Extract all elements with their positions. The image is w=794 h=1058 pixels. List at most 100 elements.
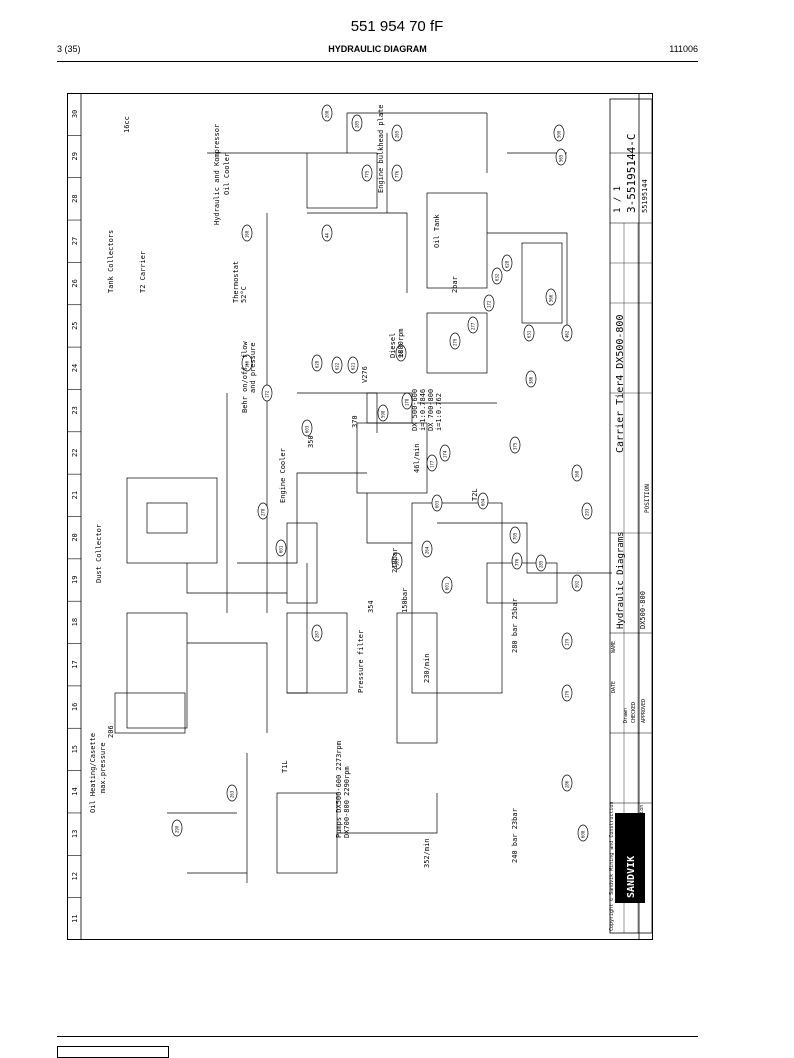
label-max-pressure: max.pressure bbox=[99, 742, 107, 793]
label-engine-cooler: Engine Cooler bbox=[279, 448, 287, 503]
tag-balloon bbox=[421, 540, 433, 558]
copyright-note: Copyright © Sandvik Mining and Construct… bbox=[609, 802, 615, 931]
label-bar2: 2bar bbox=[451, 276, 459, 293]
tag-number: 608 bbox=[581, 830, 586, 838]
tag-number: 285 bbox=[355, 120, 360, 128]
tag-balloon bbox=[561, 632, 573, 650]
tag-number: 502 bbox=[575, 580, 580, 588]
tag-balloon bbox=[553, 124, 565, 142]
tag-number: 622 bbox=[335, 362, 340, 370]
tag-balloon bbox=[226, 784, 238, 802]
tag-balloon bbox=[431, 494, 443, 512]
label-dx700: DX 700-800 bbox=[427, 389, 435, 431]
label-pumps: Pumps DX500-600 2273rpm bbox=[335, 741, 343, 838]
tag-number: 462 bbox=[565, 330, 570, 338]
tag-number: 290 bbox=[175, 825, 180, 833]
label-diesel: Diesel bbox=[389, 333, 397, 358]
grid-column-label: 28 bbox=[71, 194, 79, 202]
tag-balloon bbox=[491, 267, 503, 285]
grid-column-label: 25 bbox=[71, 321, 79, 329]
grid-column-label: 29 bbox=[71, 152, 79, 160]
tag-number: 603 bbox=[435, 500, 440, 508]
tag-balloon bbox=[171, 819, 183, 837]
sandvik-footer-logo bbox=[57, 1046, 169, 1058]
tag-number: 174 bbox=[443, 450, 448, 458]
tag-number: 170 bbox=[565, 690, 570, 698]
tag-number: 500 bbox=[557, 130, 562, 138]
tag-balloon bbox=[426, 454, 438, 472]
grid-column-label: 20 bbox=[71, 533, 79, 541]
grid-column-label: 12 bbox=[71, 872, 79, 880]
date-label: DATE bbox=[611, 681, 617, 693]
grid-column-label: 22 bbox=[71, 449, 79, 457]
label-and-pressure: and pressure bbox=[249, 342, 257, 393]
approved-label: APPROVED bbox=[641, 699, 647, 723]
tag-balloon bbox=[477, 492, 489, 510]
tag-number: 375 bbox=[513, 442, 518, 450]
tag-balloon bbox=[361, 164, 373, 182]
label-tank-collectors: Tank Collectors bbox=[107, 230, 115, 293]
grid-column-label: 17 bbox=[71, 660, 79, 668]
sheet-number: 1 / 1 bbox=[613, 186, 623, 213]
tag-number: 264 bbox=[425, 546, 430, 554]
label-hyd-comp-cooler: Hydraulic and Kompressor bbox=[213, 124, 221, 225]
footer-rule bbox=[57, 1036, 698, 1037]
tag-number: 776 bbox=[395, 170, 400, 178]
tag-balloon bbox=[509, 436, 521, 454]
grid-column-label: 15 bbox=[71, 745, 79, 753]
label-dust-collector: Dust Collector bbox=[95, 524, 103, 583]
tag-number: 179 bbox=[565, 638, 570, 646]
page-header: 3 (35) HYDRAULIC DIAGRAM 111006 bbox=[57, 44, 698, 58]
label-rpm: 1800rpm bbox=[397, 328, 405, 358]
tag-number: 277 bbox=[471, 322, 476, 330]
tag-number: 286 bbox=[565, 780, 570, 788]
tag-balloon bbox=[561, 324, 573, 342]
tag-balloon bbox=[581, 502, 593, 520]
tag-number: 285 bbox=[539, 560, 544, 568]
tag-balloon bbox=[501, 254, 513, 272]
label-ratio1: i=1:0.7846 bbox=[419, 389, 427, 431]
tag-number: 601 bbox=[445, 582, 450, 590]
tag-number: 628 bbox=[505, 260, 510, 268]
date-code: 111006 bbox=[669, 44, 698, 54]
tag-number: 776 bbox=[515, 558, 520, 566]
tag-balloon bbox=[571, 574, 583, 592]
tag-balloon bbox=[509, 526, 521, 544]
label-t2l: T2L bbox=[471, 488, 479, 501]
label-p206: 206 bbox=[107, 725, 115, 738]
tag-balloon bbox=[395, 344, 407, 362]
tag-number: 628 bbox=[315, 360, 320, 368]
tag-balloon bbox=[571, 464, 583, 482]
tag-number: 168 bbox=[245, 230, 250, 238]
tag-balloon bbox=[525, 370, 537, 388]
tag-number: 44 bbox=[325, 233, 330, 238]
tag-balloon bbox=[321, 104, 333, 122]
tag-number: 208 bbox=[325, 110, 330, 118]
tag-balloon bbox=[391, 124, 403, 142]
tag-number: 172 bbox=[265, 390, 270, 398]
tag-balloon bbox=[391, 164, 403, 182]
tag-balloon bbox=[561, 684, 573, 702]
tag-balloon bbox=[523, 324, 535, 342]
tag-number: 263 bbox=[230, 790, 235, 798]
tag-balloon bbox=[401, 392, 413, 410]
tag-balloon bbox=[483, 294, 495, 312]
drawing-model: DX500-800 bbox=[639, 591, 647, 629]
label-oil-heating: Oil Heating/Casette bbox=[89, 733, 97, 813]
tag-number: 165 bbox=[395, 558, 400, 566]
label-dx500: DX 500-600 bbox=[411, 389, 419, 431]
label-t2-carrier: T2 Carrier bbox=[139, 251, 147, 293]
tag-number: 775 bbox=[365, 170, 370, 178]
label-flow2: 230/min bbox=[423, 653, 431, 683]
label-behr: Behr on/off, flow bbox=[241, 341, 249, 413]
tag-balloon bbox=[241, 354, 253, 372]
label-pressure-filter: Pressure filter bbox=[357, 630, 365, 693]
tag-number: 621 bbox=[351, 362, 356, 370]
grid-column-label: 16 bbox=[71, 703, 79, 711]
tag-balloon bbox=[275, 539, 287, 557]
tag-balloon bbox=[535, 554, 547, 572]
label-oil-tank: Oil Tank bbox=[433, 213, 441, 248]
tag-balloon bbox=[261, 384, 273, 402]
